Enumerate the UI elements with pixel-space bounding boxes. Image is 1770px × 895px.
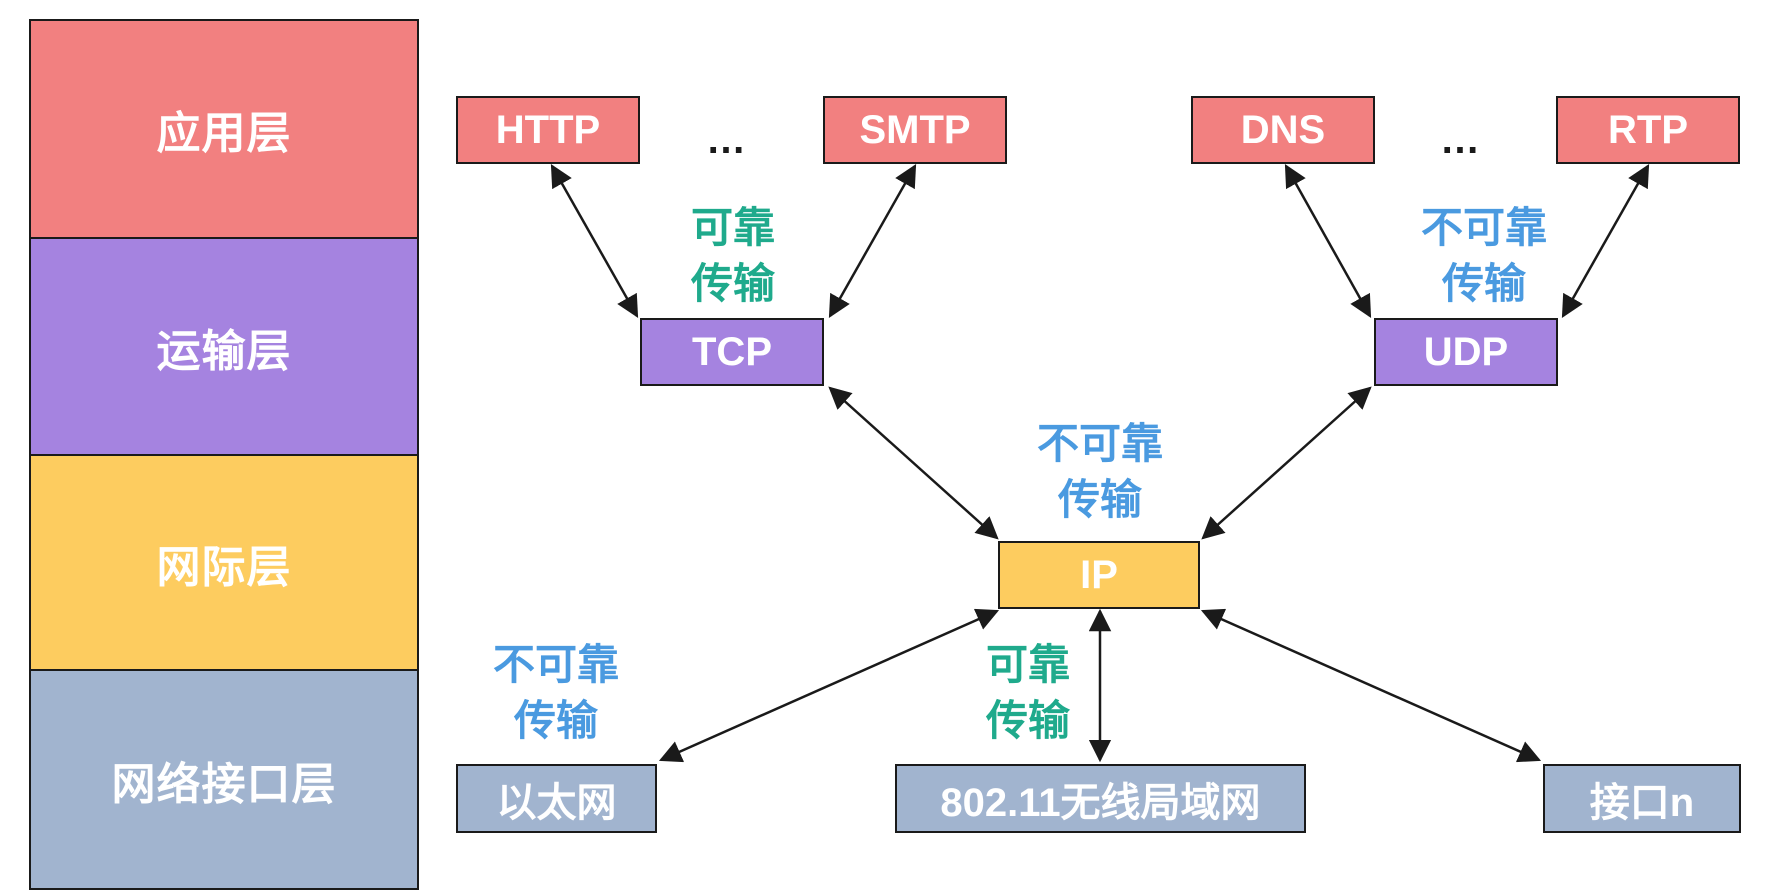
node-dns: DNS [1191, 96, 1375, 164]
note-udp-unreliable: 不可靠传输 [1420, 203, 1547, 308]
ellipsis-udp-apps: … [1440, 118, 1484, 162]
ellipsis-tcp-apps: … [706, 118, 750, 162]
layer-stack: 应用层 运输层 网际层 网络接口层 [29, 19, 419, 890]
note-wlan-reliable: 可靠传输 [985, 640, 1070, 745]
arrow-tcp-ip [828, 386, 999, 540]
node-rtp: RTP [1556, 96, 1740, 164]
arrow-ip-ethernet [658, 608, 1000, 763]
arrow-ip-iface-n [1200, 608, 1542, 763]
note-tcp-reliable: 可靠传输 [690, 203, 775, 308]
node-ethernet: 以太网 [456, 764, 657, 833]
layer-application: 应用层 [31, 21, 417, 237]
node-wlan: 802.11无线局域网 [895, 764, 1306, 833]
node-udp: UDP [1374, 318, 1558, 386]
node-tcp: TCP [640, 318, 824, 386]
arrow-udp-ip [1201, 386, 1372, 540]
node-ip: IP [998, 541, 1200, 609]
arrow-http-tcp [550, 164, 639, 318]
node-http: HTTP [456, 96, 640, 164]
note-ethernet-unreliable: 不可靠传输 [492, 640, 619, 745]
arrow-dns-udp [1284, 164, 1372, 318]
note-ip-unreliable: 不可靠传输 [1036, 419, 1163, 524]
arrow-rtp-udp [1561, 164, 1650, 318]
node-smtp: SMTP [823, 96, 1007, 164]
layer-transport: 运输层 [31, 237, 417, 454]
layer-link: 网络接口层 [31, 669, 417, 888]
arrow-smtp-tcp [828, 164, 917, 318]
layer-internet: 网际层 [31, 454, 417, 669]
node-iface-n: 接口n [1543, 764, 1741, 833]
